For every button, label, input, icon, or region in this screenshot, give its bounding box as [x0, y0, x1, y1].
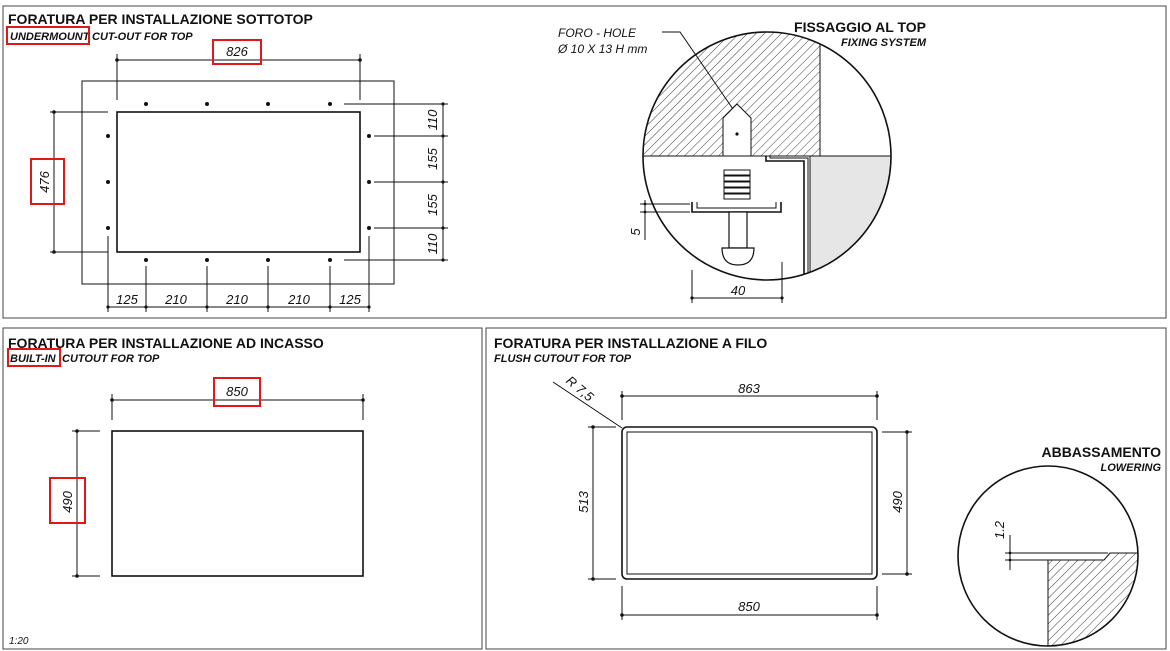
mounting-hole: [205, 258, 209, 262]
dimension-height-513: [588, 425, 616, 581]
dimension-height-476: [50, 110, 108, 254]
mounting-hole: [367, 226, 371, 230]
mounting-hole: [106, 180, 110, 184]
dimension-width-863: [620, 391, 879, 420]
dimension-height-490-builtin: [72, 429, 100, 578]
highlight-box-width-850: [213, 377, 261, 407]
right-dim-3: 155: [425, 193, 440, 215]
mounting-hole: [106, 226, 110, 230]
bottom-dim-1: 125: [116, 292, 138, 307]
highlight-box-undermount: [6, 26, 90, 45]
fixing-detail-circle: [642, 31, 892, 281]
mounting-hole: [328, 102, 332, 106]
flush-inner-width-label: 850: [738, 599, 760, 614]
builtin-width-label: 850: [226, 384, 248, 399]
highlight-box-width-826: [212, 39, 262, 65]
mounting-hole: [266, 102, 270, 106]
mounting-hole: [144, 102, 148, 106]
sink-flange: [765, 156, 805, 280]
right-dim-1: 110: [425, 109, 440, 130]
dimension-chain-right: [344, 102, 448, 262]
lowering-title: ABBASSAMENTO: [1041, 444, 1161, 460]
dimension-chain-bottom: [106, 236, 371, 312]
dimension-width-850-builtin: [110, 394, 365, 420]
screw-threads: [723, 169, 751, 200]
mounting-hole: [367, 134, 371, 138]
panel-top-frame: [2, 5, 1167, 319]
panel-builtin-frame: [2, 327, 483, 650]
bottom-dim-4: 210: [287, 292, 310, 307]
mounting-hole: [205, 102, 209, 106]
mounting-hole: [144, 258, 148, 262]
dimension-depth-1-2: [1005, 535, 1108, 570]
dimension-width-850-flush: [620, 586, 879, 620]
gap-label: 5: [628, 228, 643, 236]
highlight-box-height-476: [30, 158, 65, 205]
dimension-width-826: [115, 54, 362, 100]
builtin-subtitle-highlight: BUILT-IN: [10, 353, 57, 365]
bottom-dim-2: 210: [164, 292, 187, 307]
undermount-subtitle: CUT-OUT FOR TOP: [92, 31, 193, 43]
flush-inner-height-label: 490: [890, 490, 905, 512]
flush-inner-outline: [626, 431, 873, 575]
hole-label: FORO - HOLE: [558, 26, 637, 40]
undermount-title: FORATURA PER INSTALLAZIONE SOTTOTOP: [8, 11, 313, 27]
fixing-subtitle: FIXING SYSTEM: [841, 37, 927, 49]
builtin-subtitle: CUTOUT FOR TOP: [62, 353, 160, 365]
scale-label: 1:20: [9, 636, 29, 647]
panel-flush-frame: [485, 327, 1167, 650]
width-40-label: 40: [731, 283, 746, 298]
right-dim-2: 155: [425, 147, 440, 169]
flush-outer-width-label: 863: [738, 381, 760, 396]
dimension-height-490-flush: [882, 430, 912, 576]
builtin-cutout-outline: [111, 430, 364, 577]
lowering-depth-label: 1.2: [992, 520, 1007, 539]
bottom-dim-5: 125: [339, 292, 361, 307]
mounting-hole: [266, 258, 270, 262]
dimension-width-40: [690, 262, 784, 303]
hole-size: Ø 10 X 13 H mm: [557, 42, 647, 56]
dimension-gap-5: [640, 200, 690, 240]
lowering-subtitle: LOWERING: [1101, 462, 1162, 474]
flush-title: FORATURA PER INSTALLAZIONE A FILO: [494, 335, 767, 351]
radius-leader-line: [552, 381, 623, 429]
highlight-box-builtin: [7, 348, 61, 367]
undermount-width-label: 826: [226, 44, 248, 59]
lowering-detail-circle: [957, 465, 1139, 647]
bolt-head: [721, 247, 755, 266]
builtin-height-label: 490: [60, 490, 75, 512]
flush-outer-outline: [621, 426, 878, 580]
bottom-dim-3: 210: [225, 292, 248, 307]
mounting-holes: [106, 102, 371, 262]
clamp-bracket: [691, 202, 782, 213]
flush-outer-height-label: 513: [576, 490, 591, 512]
builtin-title: FORATURA PER INSTALLAZIONE AD INCASSO: [8, 335, 324, 351]
undermount-cutout-outline: [116, 111, 361, 253]
mounting-hole: [367, 180, 371, 184]
undermount-subtitle-highlight: UNDERMOUNT: [10, 31, 91, 43]
highlight-box-height-490: [49, 477, 86, 524]
fixing-title: FISSAGGIO AL TOP: [794, 19, 926, 35]
undermount-height-label: 476: [37, 170, 52, 192]
flush-subtitle: FLUSH CUTOUT FOR TOP: [494, 353, 632, 365]
right-dim-4: 110: [425, 233, 440, 254]
mounting-hole: [328, 258, 332, 262]
bolt-shank: [728, 211, 748, 249]
mounting-hole: [106, 134, 110, 138]
